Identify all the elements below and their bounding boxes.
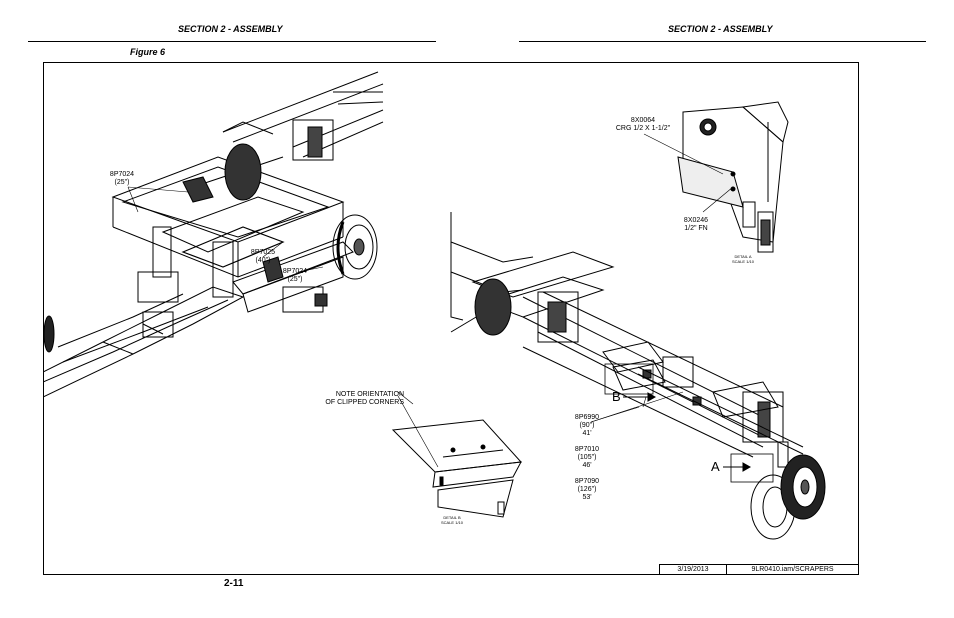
callout-8p7025: 8P7025 (40") <box>250 249 276 264</box>
detail-a-caption: DETAIL A SCALE 1/10 <box>731 254 754 264</box>
header-right-title: SECTION 2 - ASSEMBLY <box>668 24 773 34</box>
callout-bolt-8x0064: 8X0064 CRG 1/2 X 1-1/2" <box>615 117 671 132</box>
detail-marker-a: A <box>711 459 720 474</box>
left-frame <box>111 71 384 338</box>
title-block-date: 3/19/2013 <box>659 564 727 575</box>
page-number: 2-11 <box>224 578 244 589</box>
right-wheels <box>474 278 826 540</box>
detail-b-box <box>604 363 654 395</box>
figure-label: Figure 6 <box>130 47 166 57</box>
callout-8p7024-upper: 8P7024 (25") <box>109 171 135 186</box>
assembly-drawing <box>43 71 826 540</box>
detail-b-scraper <box>391 419 523 518</box>
header-rule-left <box>28 41 436 42</box>
section-arrows <box>623 392 752 472</box>
callout-nut-8x0246: 8X0246 1/2" FN <box>683 217 709 232</box>
left-wheels <box>224 143 378 280</box>
callout-8p7024-lower: 8P7024 (25") <box>282 268 308 283</box>
callout-8p7090: 8P7090 (126") 53' <box>574 478 600 501</box>
detail-a-box <box>730 453 774 483</box>
right-frame <box>450 212 804 468</box>
leader-lines-right <box>590 133 734 423</box>
title-block-file: 9LR0410.iam/SCRAPERS <box>726 564 859 575</box>
drawing-frame <box>43 62 859 575</box>
leader-lines-left <box>127 186 439 468</box>
header-rule-right <box>519 41 926 42</box>
detail-marker-b: B <box>612 389 621 404</box>
header-left-title: SECTION 2 - ASSEMBLY <box>178 24 283 34</box>
callout-8p7010: 8P7010 (105") 46' <box>574 446 600 469</box>
callout-8p6990: 8P6990 (90") 41' <box>574 414 600 437</box>
detail-b-caption: DETAIL B SCALE 1/10 <box>440 515 463 525</box>
detail-a-bracket <box>677 101 789 253</box>
hitch-tongue <box>43 286 245 398</box>
callout-note-clipped-corners: NOTE ORIENTATION OF CLIPPED CORNERS <box>325 391 404 406</box>
